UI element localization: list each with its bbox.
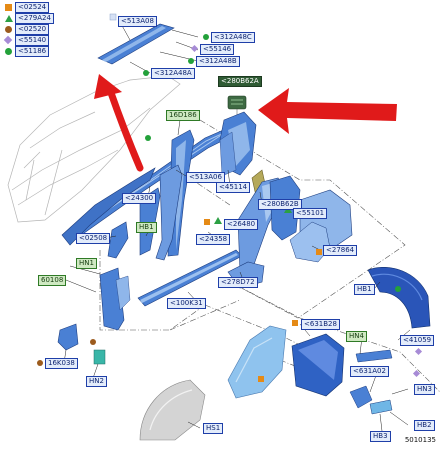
legend-row: <279A24 — [3, 13, 65, 24]
legend-row: <02520 — [3, 24, 65, 35]
part-label-513a06: <513A06 — [186, 172, 225, 183]
part-label-02508: <02508 — [76, 233, 111, 244]
legend-row: <02524 — [3, 2, 65, 13]
legend: <02524 <279A24 <02520 <55140 <51186 — [3, 2, 65, 57]
callout-arrow-left — [94, 74, 144, 172]
panel-hs1-part — [139, 379, 206, 441]
part-label-280b62a: <280B62A — [218, 76, 262, 87]
part-label-278d72: <278D72 — [218, 277, 258, 288]
rear-floor-part — [291, 333, 345, 397]
part-label-312a48a: <312A48A — [151, 68, 195, 79]
part-label-41059: <41059 — [400, 335, 435, 346]
part-label-100k31: <100K31 — [167, 298, 206, 309]
legend-row: <51186 — [3, 46, 65, 57]
part-label-513a08: <513A08 — [118, 16, 157, 27]
bracket-16k038-part — [57, 323, 79, 351]
bracket-631a02-part — [349, 385, 393, 415]
rail-hn4-part — [355, 349, 393, 363]
legend-code: <02520 — [15, 24, 50, 35]
part-label-55101: <55101 — [293, 208, 328, 219]
part-label-60108: 60108 — [38, 275, 67, 286]
purple-diamond-icon — [3, 35, 13, 45]
part-label-24300: <24300 — [122, 193, 157, 204]
part-label-45114: <45114 — [216, 182, 251, 193]
part-label-16d186: 16D186 — [166, 110, 200, 121]
legend-code: <279A24 — [15, 13, 54, 24]
green-circle-icon — [5, 48, 12, 55]
part-label-hn1: HN1 — [76, 258, 97, 269]
hinge-hn2-part — [93, 349, 106, 365]
brown-circle-icon — [5, 26, 12, 33]
page-number: 5010135 — [404, 436, 436, 444]
part-label-hs1: HS1 — [203, 423, 224, 434]
part-label-631b28: <631B28 — [301, 319, 340, 330]
c-pillar-part — [219, 111, 257, 177]
part-label-16k038: 16K038 — [45, 358, 78, 369]
car-body-outline — [7, 75, 181, 223]
wheelhouse-part — [367, 266, 431, 329]
part-label-hn4: HN4 — [346, 331, 367, 342]
part-label-312a48b: <312A48B — [196, 56, 240, 67]
legend-code: <51186 — [15, 46, 50, 57]
part-label-55146: <55146 — [200, 44, 235, 55]
legend-code: <02524 — [15, 2, 50, 13]
part-label-hb1: HB1 — [136, 222, 157, 233]
part-label-280b62b: <280B62B — [258, 199, 302, 210]
fastener-markers — [37, 13, 423, 382]
legend-row: <55140 — [3, 35, 65, 46]
part-label-hb1-rear: HB1 — [354, 284, 375, 295]
part-label-hn3: HN3 — [414, 384, 435, 395]
part-label-26480: <26480 — [224, 219, 259, 230]
part-label-27864: <27864 — [323, 245, 358, 256]
part-280b62a — [227, 95, 247, 120]
hinge-pillar-part — [99, 267, 131, 331]
legend-code: <55140 — [15, 35, 50, 46]
bracket-02508-part — [107, 221, 129, 259]
part-label-hb2: HB2 — [414, 420, 435, 431]
roof-rail-part — [97, 23, 175, 65]
part-label-631a02: <631A02 — [350, 366, 389, 377]
part-label-hn2: HN2 — [86, 376, 107, 387]
part-label-312a48c: <312A48C — [211, 32, 255, 43]
callout-arrow-right — [258, 88, 397, 134]
part-label-24358: <24358 — [196, 234, 231, 245]
green-triangle-icon — [5, 15, 13, 22]
part-label-hb3: HB3 — [370, 431, 391, 442]
inner-panel-part — [227, 325, 287, 399]
orange-square-icon — [5, 4, 12, 11]
